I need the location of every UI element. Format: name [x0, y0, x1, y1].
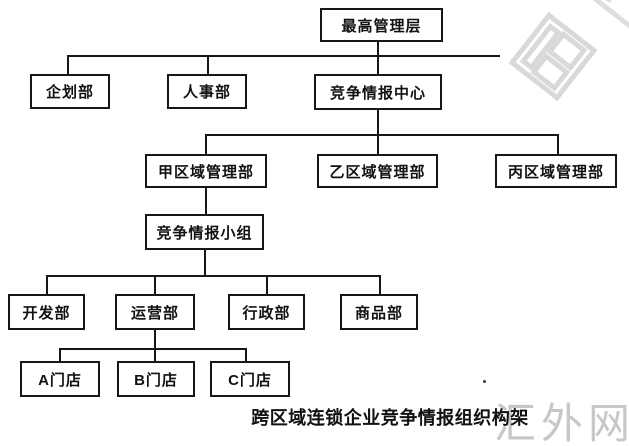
connector-level3-horizontal [46, 275, 381, 277]
connector-stub-store-b [154, 348, 156, 362]
diagram-caption: 跨区域连锁企业竞争情报组织构架 [251, 408, 529, 428]
connector-stub-admin [266, 275, 268, 295]
ink-speck [483, 380, 486, 383]
watermark-text: 汇外网 [494, 400, 629, 446]
node-ci-center: 竞争情报中心 [314, 74, 442, 110]
connector-level2-horizontal [205, 134, 559, 136]
node-store-a: A门店 [20, 361, 100, 397]
node-development-dept: 开发部 [8, 294, 85, 330]
watermark-logo-icon [508, 0, 629, 102]
connector-level4-horizontal [59, 348, 247, 350]
connector-stub-region-b [377, 134, 379, 155]
connector-ci-center-down [377, 109, 379, 135]
node-hr-dept: 人事部 [167, 74, 247, 109]
connector-stub-store-a [59, 348, 61, 362]
node-operations-dept: 运营部 [115, 294, 195, 330]
node-administration-dept: 行政部 [228, 294, 305, 330]
connector-stub-ci-center [377, 55, 379, 75]
connector-stub-merch [379, 275, 381, 295]
connector-root-down [377, 41, 379, 56]
node-region-a-dept: 甲区域管理部 [145, 154, 267, 188]
connector-ops-down [154, 329, 156, 350]
node-store-c: C门店 [210, 361, 290, 397]
node-ci-team: 竞争情报小组 [145, 214, 264, 250]
connector-stub-dev [46, 275, 48, 295]
connector-stub-store-c [245, 348, 247, 362]
connector-stub-planning [67, 55, 69, 75]
connector-stub-hr [207, 55, 209, 75]
node-planning-dept: 企划部 [30, 74, 110, 109]
node-merchandise-dept: 商品部 [340, 294, 418, 330]
node-region-b-dept: 乙区域管理部 [317, 154, 438, 188]
connector-region-a-to-team [205, 187, 207, 215]
connector-stub-region-c [557, 134, 559, 155]
node-region-c-dept: 丙区域管理部 [495, 154, 617, 188]
connector-team-down [204, 249, 206, 277]
node-top-management: 最高管理层 [320, 8, 443, 42]
connector-stub-ops [154, 275, 156, 295]
node-store-b: B门店 [117, 361, 195, 397]
connector-stub-region-a [205, 134, 207, 155]
connector-level1-horizontal [67, 55, 500, 57]
